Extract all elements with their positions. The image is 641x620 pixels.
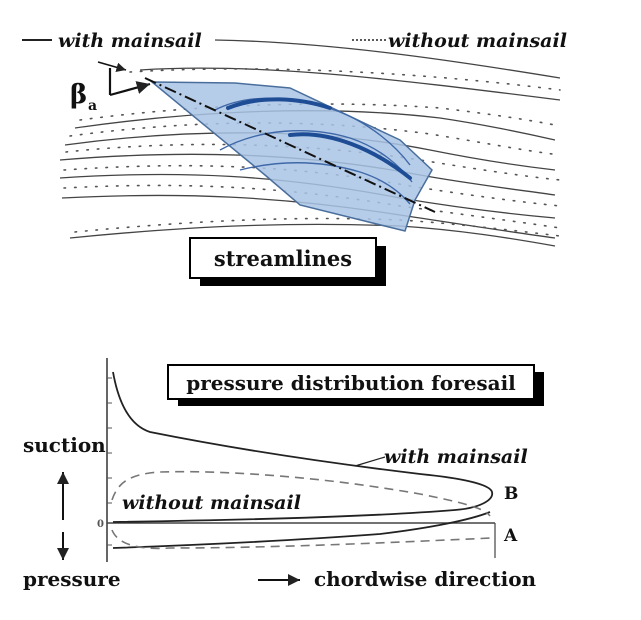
sail-curve-3: [239, 162, 411, 205]
bottom-figure: pressure distribution foresail 0 with ma…: [23, 358, 544, 591]
with-mainsail-leader: [354, 456, 386, 467]
sail-inner-curves: [214, 97, 413, 205]
sail-camber-thick: [288, 132, 412, 180]
curve-label-without-mainsail: without mainsail: [122, 492, 301, 514]
legend-with-mainsail: with mainsail: [58, 30, 202, 52]
sail-curve-2: [219, 130, 413, 183]
streamlines-box: [189, 237, 377, 279]
pressure-distribution-title: pressure distribution foresail: [186, 371, 516, 395]
streamline-solid-3: [74, 110, 556, 141]
sail-leading-edge-thick: [226, 97, 332, 110]
beta-subscript: a: [88, 98, 97, 114]
foresail-shape: [149, 81, 433, 232]
axis-ticks: [107, 377, 112, 546]
legend-without-mainsail: without mainsail: [388, 30, 567, 52]
chord-direction-arrow: [97, 61, 127, 72]
sail-curve-1: [214, 97, 411, 166]
streamline-dotted-7: [74, 217, 561, 237]
streamline-dotted-4: [65, 143, 561, 181]
title-box: [167, 364, 535, 400]
chord-line: [144, 77, 436, 213]
curve-label-with-mainsail: with mainsail: [384, 446, 528, 468]
pressure-curve-without-mainsail: [111, 529, 493, 550]
apparent-wind-arrow: [109, 81, 151, 97]
suction-curve-without-mainsail: [111, 470, 491, 517]
streamline-solid-1: [214, 39, 561, 79]
zero-tick-label: 0: [97, 519, 104, 530]
streamline-solid-2: [139, 67, 561, 101]
point-b-label: B: [504, 484, 518, 504]
streamlines-label: streamlines: [214, 246, 352, 271]
beta-symbol: β: [70, 80, 87, 110]
without-label-bg: [120, 490, 314, 514]
chordwise-label: chordwise direction: [314, 567, 537, 591]
suction-label: suction: [23, 433, 106, 457]
streamline-solid-8: [69, 223, 556, 247]
top-figure: with mainsail without mainsail: [22, 30, 567, 286]
pressure-curve-with-mainsail: [112, 511, 491, 549]
streamline-dotted-1: [129, 68, 561, 91]
suction-curve-with-mainsail: [112, 371, 493, 523]
point-a-label: A: [503, 526, 518, 546]
pressure-label: pressure: [23, 567, 121, 591]
